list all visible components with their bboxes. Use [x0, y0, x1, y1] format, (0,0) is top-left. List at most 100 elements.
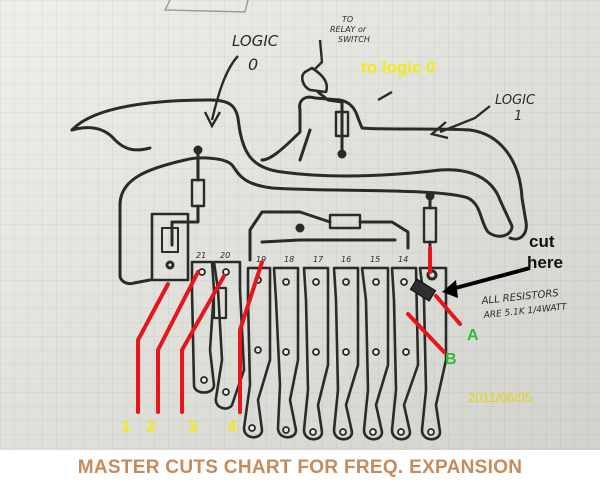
pad-hole — [400, 278, 408, 286]
circuit-sketch: LOGIC 0 LOGIC 1 TO RELAY or SWITCH ALL R… — [0, 0, 600, 450]
pad-number-21: 21 — [196, 251, 206, 260]
solder-dot — [295, 223, 305, 233]
relay-lead — [316, 90, 344, 157]
pad-number-17: 17 — [313, 255, 324, 264]
upper-bus — [248, 210, 410, 262]
cut-line-2 — [156, 270, 200, 414]
pad-hole — [282, 348, 290, 356]
logic-zero-resistor-lead — [170, 148, 200, 247]
pad-hole — [248, 424, 256, 432]
finger-14 — [390, 266, 420, 441]
cut-label-line2: here — [527, 253, 563, 272]
point-a-label: A — [467, 327, 479, 344]
logic-zero-arrow — [210, 55, 239, 121]
pad-hole — [254, 346, 262, 354]
pad-arrow — [377, 90, 393, 102]
pad-hole — [397, 428, 405, 436]
point-b-label: B — [445, 351, 457, 368]
date-label: 2011/06/05 — [468, 390, 532, 405]
logic-one-arrowhead — [429, 121, 449, 140]
cut-line-a — [434, 294, 462, 326]
cut-arrow-shaft — [447, 266, 531, 292]
cut-point-marker — [409, 278, 437, 302]
solder-dot — [425, 191, 435, 201]
pad-number-19: 19 — [256, 255, 266, 264]
pad-hole — [309, 428, 317, 436]
right-resistor — [422, 206, 438, 244]
pad-hole — [427, 428, 435, 436]
pad-hole — [222, 268, 230, 276]
cut-number-1: 1 — [121, 417, 130, 436]
relay-connector — [300, 66, 329, 94]
pad-number-18: 18 — [284, 255, 294, 264]
pencil-arrows — [203, 39, 491, 140]
cut-line-b — [406, 312, 446, 354]
pad-22-hole — [165, 260, 175, 270]
logic-zero-arrowhead — [203, 111, 222, 129]
finger-20 — [212, 260, 246, 410]
cut-line-3 — [180, 274, 226, 414]
pad-hole — [312, 348, 320, 356]
cut-line-1 — [136, 282, 170, 414]
cut-arrowhead — [442, 280, 458, 298]
cut-number-2: 2 — [146, 417, 155, 436]
upper-lobe-outline — [70, 126, 152, 152]
finger-15 — [360, 266, 390, 441]
solder-dot — [193, 145, 203, 155]
cut-number-3: 3 — [188, 417, 197, 436]
chart-caption: MASTER CUTS CHART FOR FREQ. EXPANSION — [0, 450, 600, 497]
solder-dot — [337, 149, 347, 159]
pad-hole — [372, 348, 380, 356]
bus-return — [260, 238, 397, 244]
finger-resistor — [212, 286, 228, 320]
cut-lines — [136, 246, 462, 414]
pad-hole — [372, 278, 380, 286]
pad-hole — [402, 348, 410, 356]
pcb-traces — [70, 66, 528, 441]
cut-here-arrow — [442, 266, 531, 298]
pad-hole — [282, 278, 290, 286]
pad-holes — [198, 268, 435, 436]
pad-number-16: 16 — [341, 255, 351, 264]
logic-zero-plane-outline — [70, 98, 514, 286]
finger-21 — [190, 260, 216, 394]
pad-hole — [369, 428, 377, 436]
finger-13 — [418, 266, 448, 441]
cut-label-line1: cut — [529, 232, 555, 251]
cut-line-4 — [238, 260, 264, 414]
cut-number-4: 4 — [227, 417, 237, 436]
relay-label-2: RELAY or — [330, 25, 367, 34]
relay-arrow — [313, 39, 324, 71]
logic-one-plane-outline — [260, 95, 528, 241]
pad-hole — [342, 348, 350, 356]
pad-hole — [339, 428, 347, 436]
logic-one-value: 1 — [514, 109, 522, 124]
to-logic-0-label: to logic 0 — [361, 58, 436, 77]
relay-label-3: SWITCH — [338, 35, 370, 44]
bus-resistor — [328, 213, 362, 230]
pad-22-box — [150, 212, 190, 282]
logic-one-label: LOGIC — [495, 93, 536, 108]
relay-resistor — [334, 110, 350, 138]
pad-hole — [342, 278, 350, 286]
logic-zero-label: LOGIC — [232, 32, 279, 50]
pad-hole — [312, 278, 320, 286]
pad-number-20: 20 — [220, 251, 230, 260]
diagonal-link — [298, 128, 312, 162]
finger-17 — [302, 266, 330, 441]
pad-number-14: 14 — [398, 255, 408, 264]
pad-hole — [200, 376, 208, 384]
pad-hole — [282, 426, 290, 434]
logic-zero-value: 0 — [248, 55, 258, 74]
logic-one-arrow — [439, 105, 491, 134]
top-scribble — [163, 0, 249, 13]
finger-18 — [272, 266, 300, 439]
logic-zero-resistor — [190, 178, 206, 208]
pad-hole — [222, 388, 230, 396]
pad-22-inner — [161, 227, 179, 253]
relay-label-1: TO — [342, 15, 353, 24]
pad-number-15: 15 — [370, 255, 380, 264]
finger-19 — [242, 266, 272, 439]
finger-16 — [332, 266, 360, 441]
